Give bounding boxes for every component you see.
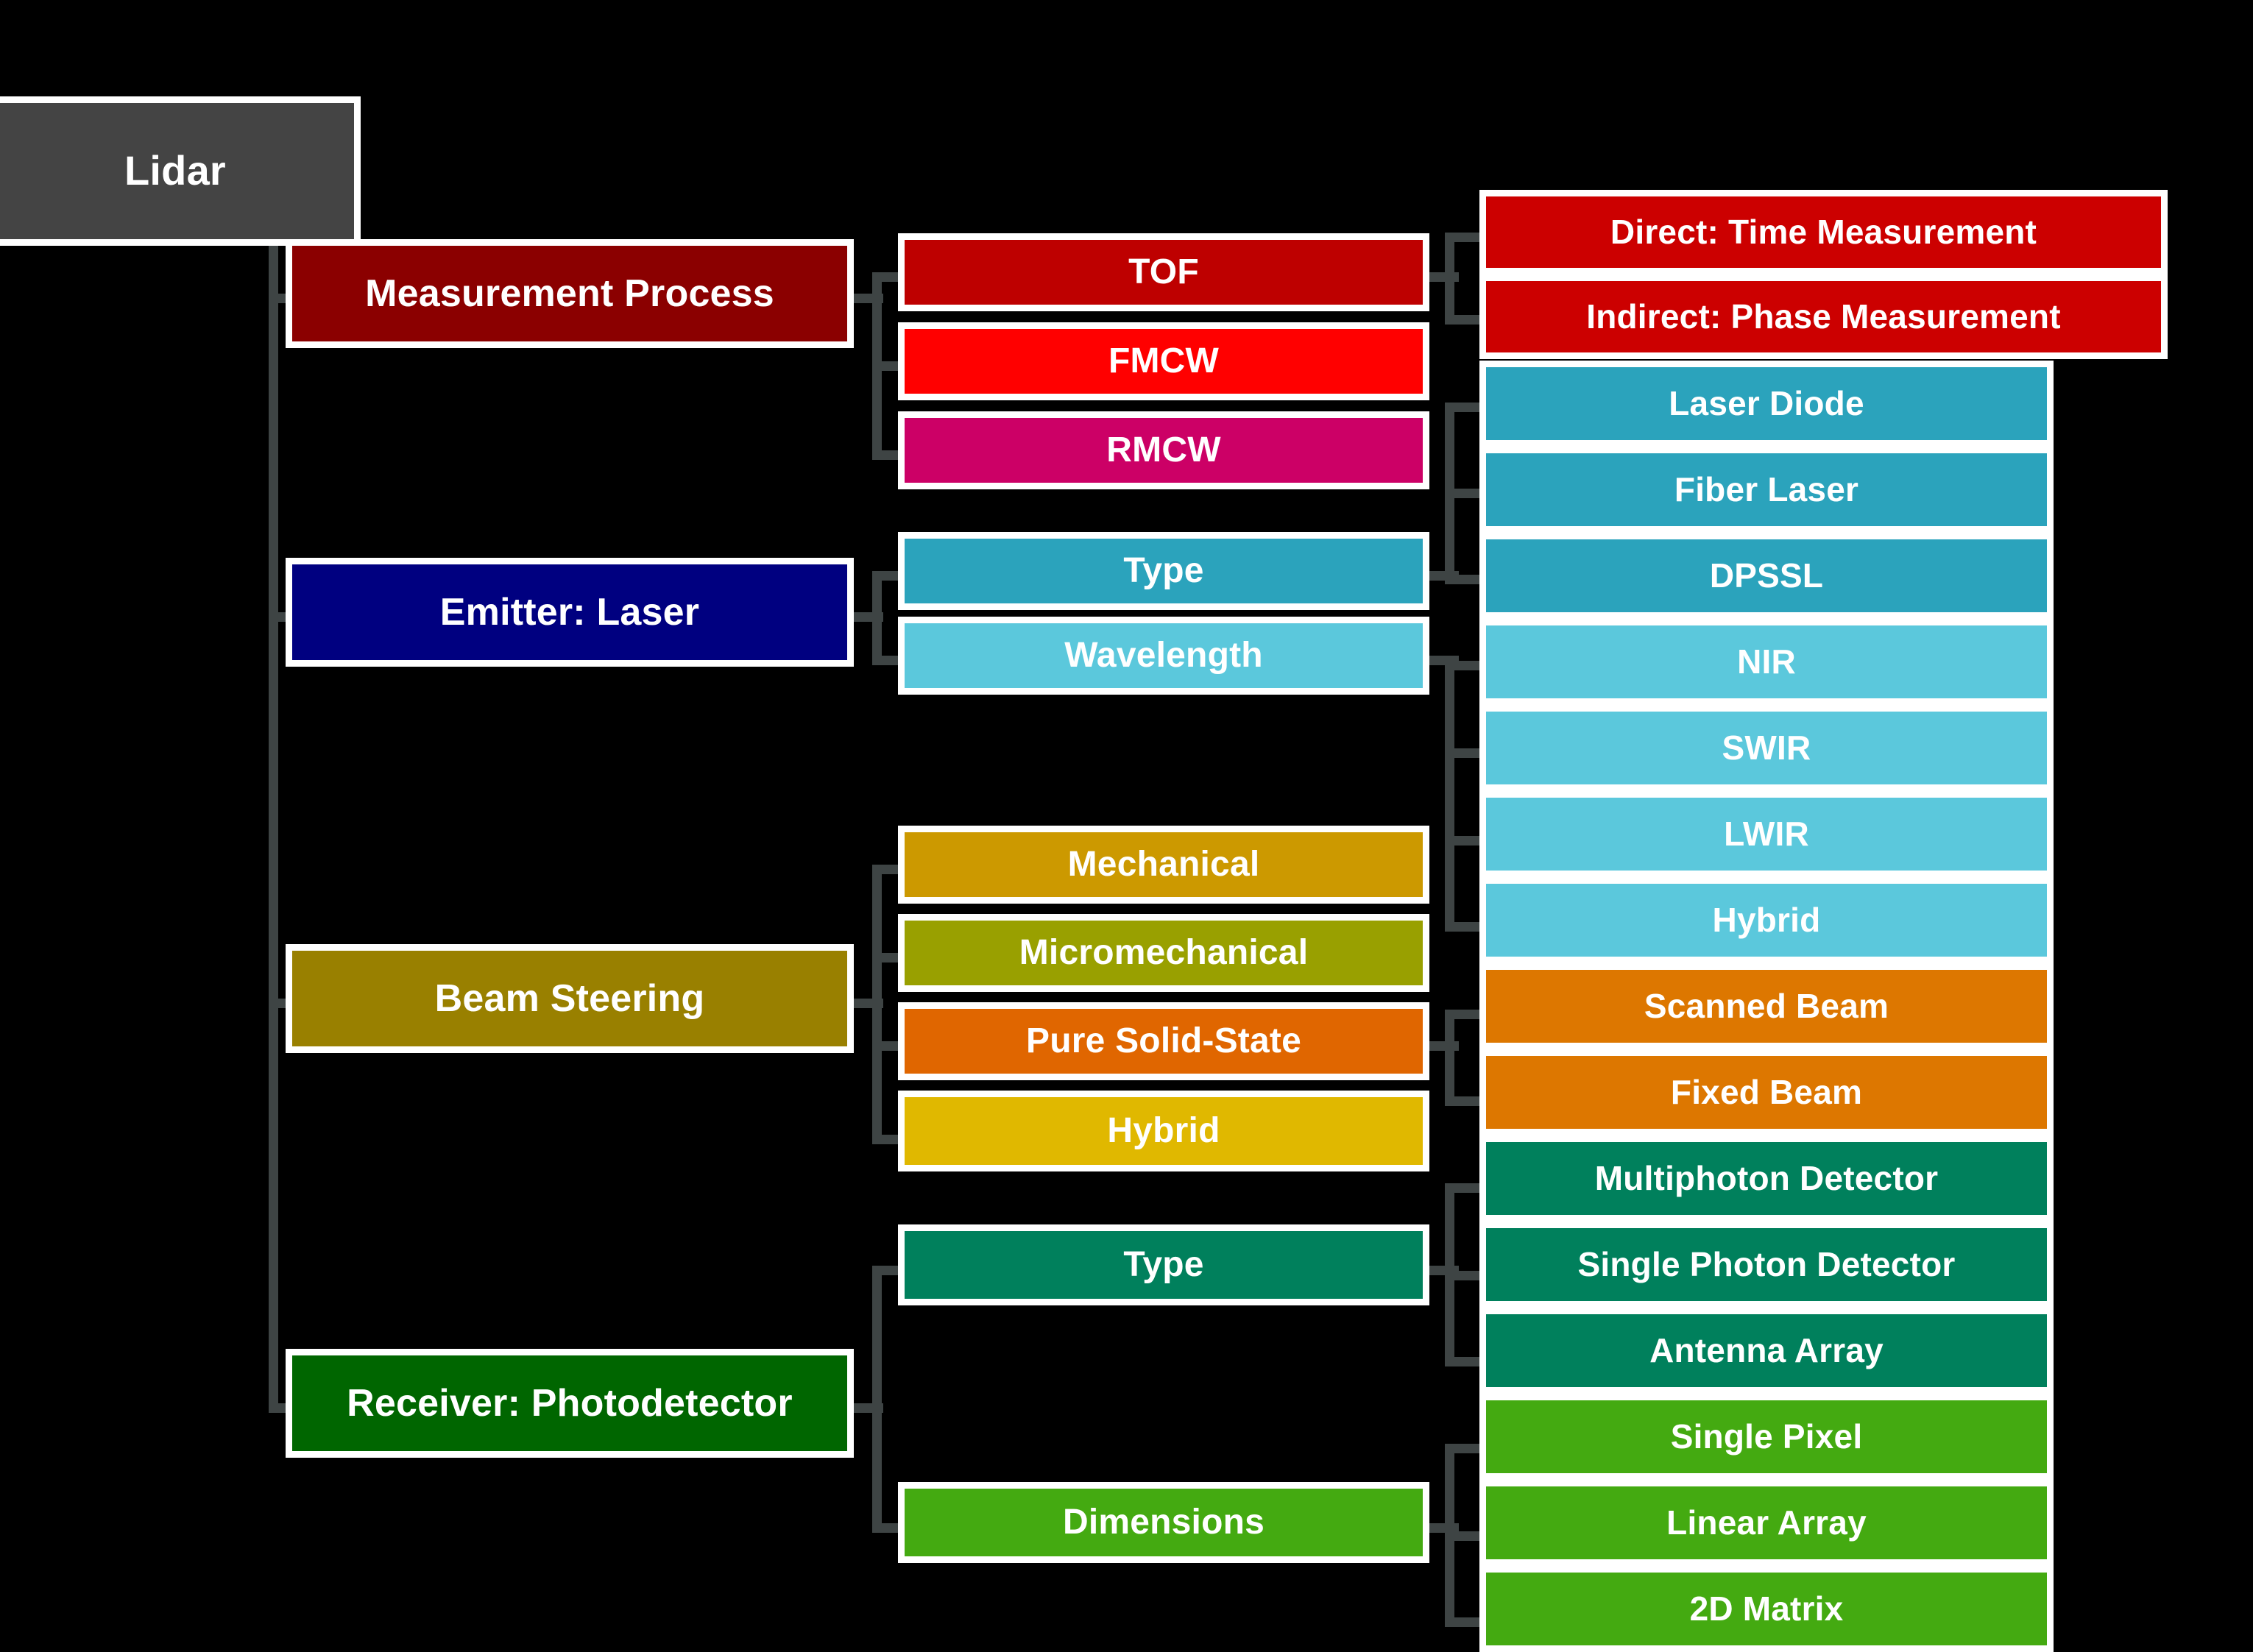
node-receiver-dimensions[interactable]: Dimensions <box>898 1482 1429 1563</box>
node-direct-time-measurement[interactable]: Direct: Time Measurement <box>1479 190 2168 274</box>
node-fmcw[interactable]: FMCW <box>898 322 1429 400</box>
node-nir[interactable]: NIR <box>1479 619 2054 705</box>
node-label-receiver-dimensions: Dimensions <box>1062 1502 1265 1542</box>
node-label-steering-hybrid: Hybrid <box>1107 1110 1220 1150</box>
node-label-swir: SWIR <box>1722 728 1811 767</box>
link-tof-direct <box>1445 233 1485 242</box>
link-dimensions-lineararray <box>1445 1531 1485 1541</box>
node-label-receiver-photodetector: Receiver: Photodetector <box>347 1381 793 1425</box>
node-label-lwir: LWIR <box>1724 815 1809 854</box>
node-label-laser-wavelength: Wavelength <box>1064 635 1263 675</box>
link-solidstate-fixed <box>1445 1096 1485 1106</box>
link-rxtype-singlephoton <box>1445 1271 1485 1280</box>
node-multiphoton-detector[interactable]: Multiphoton Detector <box>1479 1135 2054 1222</box>
node-label-measurement-process: Measurement Process <box>365 272 774 315</box>
node-label-indirect-phase-measurement: Indirect: Phase Measurement <box>1586 297 2061 336</box>
node-label-scanned-beam: Scanned Beam <box>1644 987 1889 1026</box>
node-indirect-phase-measurement[interactable]: Indirect: Phase Measurement <box>1479 274 2168 359</box>
trunk-solidstate <box>1445 1010 1454 1100</box>
node-label-fixed-beam: Fixed Beam <box>1670 1073 1863 1112</box>
node-label-fiber-laser: Fiber Laser <box>1674 470 1859 509</box>
link-wavelength-lwir <box>1445 836 1485 846</box>
node-label-antenna-array: Antenna Array <box>1649 1331 1884 1370</box>
link-wavelength-hybrid <box>1445 922 1485 932</box>
node-label-single-photon-detector: Single Photon Detector <box>1577 1245 1956 1284</box>
node-micromechanical[interactable]: Micromechanical <box>898 914 1429 992</box>
node-label-linear-array: Linear Array <box>1666 1503 1867 1542</box>
node-laser-diode[interactable]: Laser Diode <box>1479 361 2054 447</box>
node-lidar-root[interactable]: Lidar <box>0 96 361 246</box>
node-label-nir: NIR <box>1737 642 1796 681</box>
node-laser-wavelength[interactable]: Wavelength <box>898 617 1429 695</box>
node-label-mechanical: Mechanical <box>1067 844 1260 884</box>
link-dimensions-2dmatrix <box>1445 1617 1485 1627</box>
trunk-root <box>269 246 278 1413</box>
node-laser-type[interactable]: Type <box>898 532 1429 610</box>
link-tof-indirect <box>1445 315 1485 325</box>
node-scanned-beam[interactable]: Scanned Beam <box>1479 963 2054 1049</box>
node-label-tof: TOF <box>1128 252 1199 291</box>
node-wavelength-hybrid[interactable]: Hybrid <box>1479 877 2054 963</box>
node-rmcw[interactable]: RMCW <box>898 411 1429 489</box>
link-solidstate-scanned <box>1445 1010 1485 1019</box>
node-label-multiphoton-detector: Multiphoton Detector <box>1594 1159 1939 1198</box>
link-lasertype-diode <box>1445 403 1485 412</box>
node-label-laser-type: Type <box>1123 550 1204 590</box>
node-lwir[interactable]: LWIR <box>1479 791 2054 877</box>
node-receiver-type[interactable]: Type <box>898 1224 1429 1305</box>
node-single-photon-detector[interactable]: Single Photon Detector <box>1479 1222 2054 1308</box>
link-wavelength-nir <box>1445 661 1485 670</box>
node-emitter-laser[interactable]: Emitter: Laser <box>286 558 854 667</box>
node-swir[interactable]: SWIR <box>1479 705 2054 791</box>
node-label-2d-matrix: 2D Matrix <box>1689 1589 1844 1628</box>
link-rxtype-antenna <box>1445 1357 1485 1366</box>
node-fiber-laser[interactable]: Fiber Laser <box>1479 447 2054 533</box>
node-pure-solid-state[interactable]: Pure Solid-State <box>898 1002 1429 1080</box>
node-label-lidar: Lidar <box>124 147 226 194</box>
node-label-beam-steering: Beam Steering <box>434 976 705 1020</box>
node-antenna-array[interactable]: Antenna Array <box>1479 1308 2054 1394</box>
node-measurement-process[interactable]: Measurement Process <box>286 239 854 348</box>
node-2d-matrix[interactable]: 2D Matrix <box>1479 1566 2054 1652</box>
node-label-fmcw: FMCW <box>1108 341 1220 380</box>
trunk-wavelength <box>1445 656 1454 922</box>
link-wavelength-swir <box>1445 748 1485 758</box>
link-dimensions-singlepixel <box>1445 1444 1485 1453</box>
node-label-single-pixel: Single Pixel <box>1670 1417 1863 1456</box>
node-label-laser-diode: Laser Diode <box>1669 384 1864 423</box>
trunk-emitter <box>872 571 882 665</box>
node-dpssl[interactable]: DPSSL <box>1479 533 2054 619</box>
node-mechanical[interactable]: Mechanical <box>898 826 1429 904</box>
node-fixed-beam[interactable]: Fixed Beam <box>1479 1049 2054 1135</box>
node-tof[interactable]: TOF <box>898 233 1429 311</box>
trunk-steering <box>872 865 882 1144</box>
trunk-tof <box>1445 233 1454 325</box>
link-rxtype-multiphoton <box>1445 1183 1485 1193</box>
node-receiver-photodetector[interactable]: Receiver: Photodetector <box>286 1349 854 1458</box>
link-lasertype-fiber <box>1445 489 1485 498</box>
trunk-receiver <box>872 1266 882 1533</box>
node-linear-array[interactable]: Linear Array <box>1479 1480 2054 1566</box>
node-steering-hybrid[interactable]: Hybrid <box>898 1091 1429 1171</box>
node-label-dpssl: DPSSL <box>1709 556 1824 595</box>
node-label-pure-solid-state: Pure Solid-State <box>1026 1021 1301 1060</box>
node-label-emitter-laser: Emitter: Laser <box>439 590 700 634</box>
node-beam-steering[interactable]: Beam Steering <box>286 944 854 1053</box>
node-label-micromechanical: Micromechanical <box>1019 932 1309 972</box>
link-lasertype-dpssl <box>1445 575 1485 584</box>
node-label-direct-time-measurement: Direct: Time Measurement <box>1610 213 2037 252</box>
node-single-pixel[interactable]: Single Pixel <box>1479 1394 2054 1480</box>
node-label-rmcw: RMCW <box>1106 430 1221 469</box>
node-label-wavelength-hybrid: Hybrid <box>1712 901 1821 940</box>
node-label-receiver-type: Type <box>1123 1244 1204 1284</box>
